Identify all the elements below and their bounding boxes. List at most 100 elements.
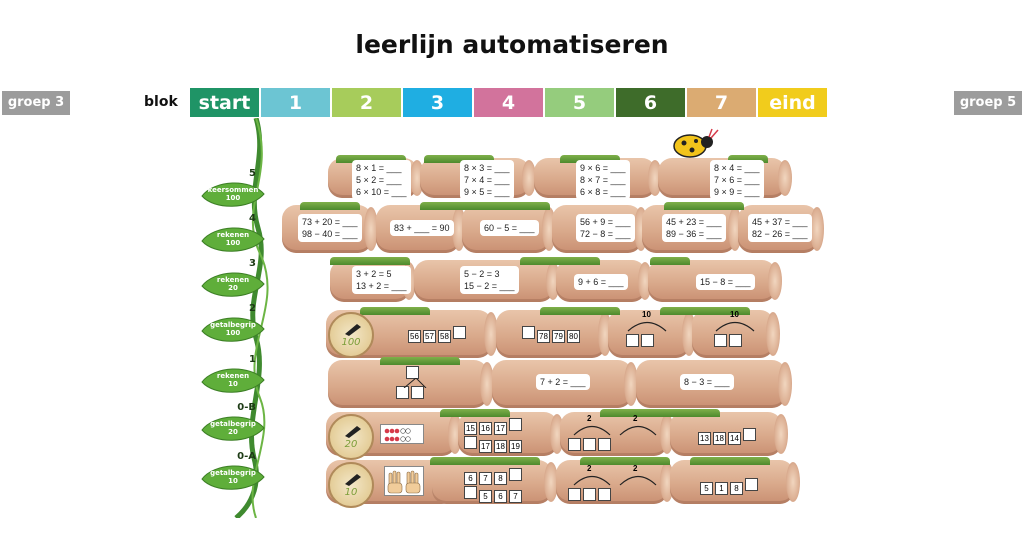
next-group-button[interactable]: groep 5 xyxy=(954,91,1022,115)
badge-range-10[interactable]: 10 xyxy=(328,462,374,508)
blok-tab-2[interactable]: 2 xyxy=(332,88,401,117)
number-box[interactable]: 6 xyxy=(494,490,507,503)
vine-level-name: getalbegrip xyxy=(210,469,256,477)
number-box[interactable] xyxy=(509,468,522,481)
blok-tab-6[interactable]: 6 xyxy=(616,88,685,117)
sum-card[interactable]: 45 + 23 = ___89 − 36 = ___ xyxy=(662,214,726,242)
number-box[interactable] xyxy=(411,386,424,399)
page-title: leerlijn automatiseren xyxy=(355,30,669,59)
sum-card[interactable]: 45 + 37 = ___82 − 26 = ___ xyxy=(748,214,812,242)
pencil-icon xyxy=(345,426,361,438)
number-box[interactable]: 18 xyxy=(494,440,507,453)
sum-card[interactable]: 83 + ___ = 90 xyxy=(390,220,454,236)
number-box[interactable]: 13 xyxy=(698,432,711,445)
log xyxy=(636,360,792,408)
number-box[interactable]: 78 xyxy=(537,330,550,343)
number-box[interactable] xyxy=(641,334,654,347)
number-box[interactable]: 17 xyxy=(494,422,507,435)
sum-card[interactable]: 7 + 2 = ___ xyxy=(536,374,590,390)
jump-boxes xyxy=(568,488,613,506)
number-box[interactable] xyxy=(522,326,535,339)
number-box[interactable]: 14 xyxy=(728,432,741,445)
sum-card[interactable]: 8 × 4 = ___7 × 6 = ___9 × 9 = ___ xyxy=(710,160,764,200)
sum-card[interactable]: 60 − 5 = ___ xyxy=(480,220,539,236)
number-box[interactable] xyxy=(406,366,419,379)
number-box[interactable]: 8 xyxy=(494,472,507,485)
blok-tab-7[interactable]: 7 xyxy=(687,88,756,117)
number-box[interactable]: 7 xyxy=(479,472,492,485)
sum-card[interactable]: 8 × 3 = ___7 × 4 = ___9 × 5 = ___ xyxy=(460,160,514,200)
blok-tab-5[interactable]: 5 xyxy=(545,88,614,117)
number-box[interactable]: 19 xyxy=(509,440,522,453)
sum-card[interactable]: 56 + 9 = ___72 − 8 = ___ xyxy=(576,214,635,242)
number-box[interactable]: 6 xyxy=(464,472,477,485)
jump-arc xyxy=(619,425,657,436)
number-box[interactable] xyxy=(464,436,477,449)
vine-level-name: rekenen xyxy=(216,231,250,239)
number-box[interactable]: 17 xyxy=(479,440,492,453)
badge-range-20[interactable]: 20 xyxy=(328,414,374,460)
number-box[interactable]: 5 xyxy=(700,482,713,495)
number-box[interactable] xyxy=(453,326,466,339)
number-box[interactable] xyxy=(626,334,639,347)
blok-tab-8[interactable]: eind xyxy=(758,88,827,117)
number-box[interactable] xyxy=(745,478,758,491)
number-box[interactable]: 18 xyxy=(713,432,726,445)
number-box[interactable] xyxy=(743,428,756,441)
number-box[interactable]: 16 xyxy=(479,422,492,435)
number-box[interactable]: 1 xyxy=(715,482,728,495)
number-box[interactable] xyxy=(583,438,596,451)
number-box[interactable] xyxy=(396,386,409,399)
sum-card[interactable]: 15 − 8 = ___ xyxy=(696,274,755,290)
blok-tab-4[interactable]: 4 xyxy=(474,88,543,117)
number-box[interactable]: 15 xyxy=(464,422,477,435)
number-box[interactable]: 8 xyxy=(730,482,743,495)
number-box[interactable]: 7 xyxy=(509,490,522,503)
number-box[interactable]: 5 xyxy=(479,490,492,503)
sum-line: 3 + 2 = 5 xyxy=(356,269,392,279)
vine-level-number: 5 xyxy=(249,168,256,179)
number-box[interactable]: 80 xyxy=(567,330,580,343)
number-box[interactable]: 57 xyxy=(423,330,436,343)
number-box[interactable]: 79 xyxy=(552,330,565,343)
sum-card[interactable]: 73 + 20 = ___98 − 40 = ___ xyxy=(298,214,362,242)
badge-range-100[interactable]: 100 xyxy=(328,312,374,358)
sum-card[interactable]: 8 − 3 = ___ xyxy=(680,374,734,390)
sum-line: 45 + 37 = ___ xyxy=(752,217,808,227)
blok-tab-3[interactable]: 3 xyxy=(403,88,472,117)
sum-line: 7 × 4 = ___ xyxy=(464,175,510,185)
number-box[interactable] xyxy=(464,486,477,499)
number-box[interactable] xyxy=(568,438,581,451)
grass-decoration xyxy=(424,155,494,163)
vine-level-name: getalbegrip xyxy=(210,420,256,428)
number-box[interactable]: 58 xyxy=(438,330,451,343)
sum-card[interactable]: 9 + 6 = ___ xyxy=(574,274,628,290)
number-box[interactable]: 56 xyxy=(408,330,421,343)
sum-card[interactable]: 9 × 6 = ___8 × 7 = ___6 × 8 = ___ xyxy=(576,160,630,200)
sum-line: 89 − 36 = ___ xyxy=(666,229,722,239)
sum-card[interactable]: 8 × 1 = ___5 × 2 = ___6 × 10 = ___ xyxy=(352,160,411,200)
prev-group-button[interactable]: groep 3 xyxy=(2,91,70,115)
blok-tab-0[interactable]: start xyxy=(190,88,259,117)
number-box[interactable] xyxy=(583,488,596,501)
jump-arc xyxy=(573,425,611,436)
number-box[interactable] xyxy=(568,488,581,501)
number-box[interactable] xyxy=(598,488,611,501)
vine-level-number: 3 xyxy=(249,258,256,269)
number-box[interactable] xyxy=(598,438,611,451)
number-box[interactable] xyxy=(714,334,727,347)
blok-tab-1[interactable]: 1 xyxy=(261,88,330,117)
beetle-icon xyxy=(673,128,719,158)
number-box[interactable] xyxy=(509,418,522,431)
vine-level-number: 2 xyxy=(249,303,256,314)
number-box[interactable] xyxy=(729,334,742,347)
